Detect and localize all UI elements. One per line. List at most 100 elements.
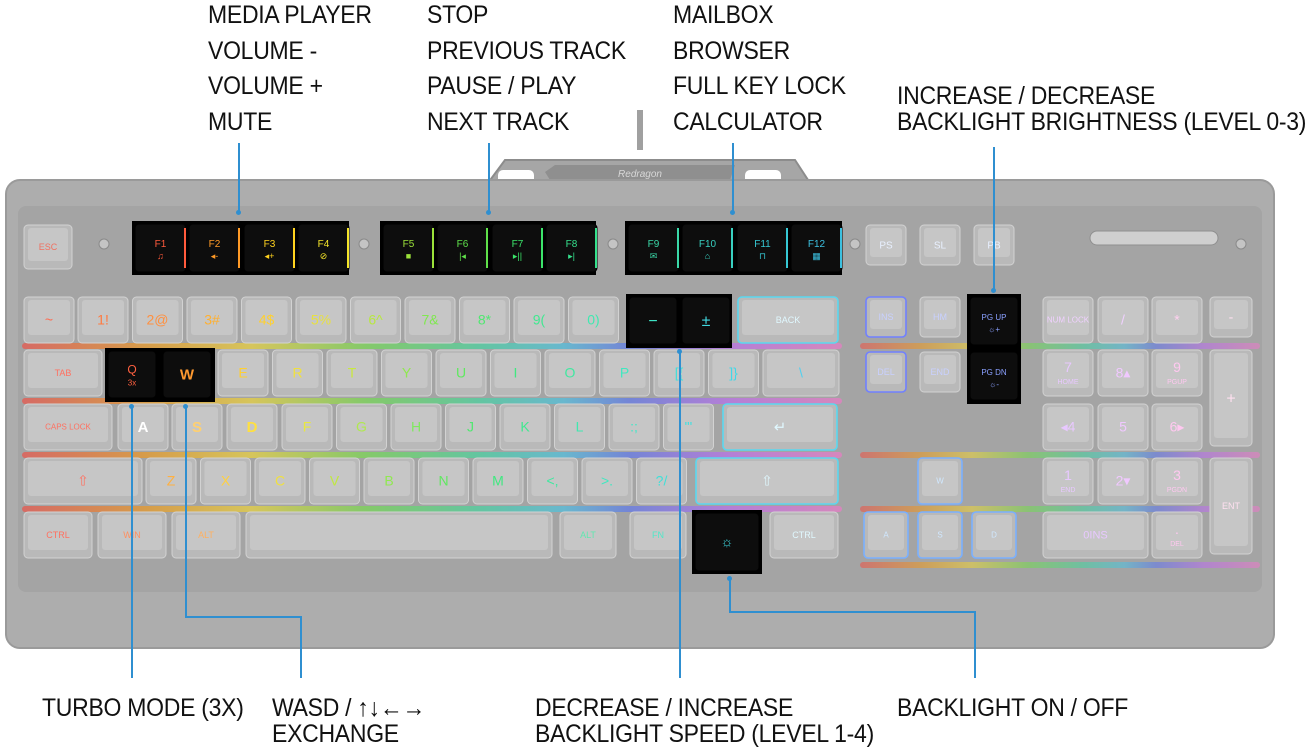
rgb-glow [22, 452, 842, 458]
key-left-shift-label: ⇧ [77, 473, 89, 489]
key-bottom-2: C [254, 457, 306, 505]
key-enter-label: ↵ [774, 419, 787, 436]
screw [607, 238, 619, 250]
key-f7: F7▸|| [491, 223, 544, 273]
key-home-5-label: L [576, 419, 584, 435]
key-print-screen: PS [865, 224, 907, 266]
key-bottom-1: X [200, 457, 251, 505]
key-num-7-label: 7 [1064, 359, 1072, 375]
key-scroll-lock-label: SL [934, 240, 947, 251]
fn-key-glow [293, 228, 295, 268]
key-num-dot-sublabel: DEL [1170, 541, 1184, 548]
key-page-up-label: PG UP [982, 313, 1007, 322]
key-fn: FN [629, 511, 687, 559]
key-bottom-7: <, [527, 457, 578, 505]
key-bottom-3: V [309, 457, 360, 505]
key-arrow-down-label: S [937, 531, 942, 540]
key-left-ctrl: CTRL [23, 511, 93, 559]
transport-keys-label: STOP PREVIOUS TRACK PAUSE / PLAY NEXT TR… [427, 1, 626, 136]
key-number-9-label: 9( [533, 312, 546, 328]
key-f10-sublabel: ⌂ [705, 251, 710, 261]
key-num-9-sublabel: PGUP [1167, 379, 1187, 386]
key-minus: − [628, 296, 678, 345]
key-f7-label: F7 [512, 239, 524, 250]
rgb-glow [22, 398, 842, 404]
key-arrow-down: S [917, 511, 963, 559]
key-num-3-label: 3 [1173, 467, 1181, 483]
key-number-4: 4$ [241, 296, 292, 344]
key-insert-label: INS [878, 312, 893, 322]
key-page-down: PG DN☼- [969, 351, 1019, 401]
key-num-plus: + [1209, 349, 1253, 447]
screw [358, 238, 370, 250]
key-home: HM [919, 296, 961, 338]
key-bottom-6: M [472, 457, 524, 505]
key-esc-label: ESC [39, 242, 58, 252]
leader-line [238, 143, 240, 213]
key-letter-y-label: Y [402, 365, 412, 381]
key-number-8-label: 8* [478, 312, 492, 328]
key-number-9: 9( [513, 296, 565, 344]
leader-dot [183, 404, 188, 409]
key-letter-u-label: U [456, 365, 466, 381]
key-right-alt-label: ALT [580, 530, 596, 540]
key-arrow-left-label: A [883, 531, 889, 540]
key-f10: F10⌂ [681, 223, 734, 273]
key-number-6-label: 6^ [368, 312, 383, 328]
key-num-lock-label: NUM LOCK [1047, 316, 1090, 325]
leader-dot [727, 576, 732, 581]
leader-line [974, 611, 976, 678]
key-q: Q3x [107, 350, 157, 399]
key-num-star: * [1151, 296, 1203, 344]
key-left-ctrl-label: CTRL [46, 530, 70, 540]
key-home-2-label: H [411, 419, 421, 435]
key-letter-i: I [490, 349, 541, 397]
key-f12-label: F12 [808, 239, 826, 250]
key-bottom-6-label: M [492, 473, 504, 489]
key-esc: ESC [23, 224, 73, 270]
key-letter-i-label: I [514, 365, 518, 381]
key-plus: ± [681, 296, 731, 345]
key-delete-label: DEL [877, 367, 895, 377]
backlight-speed-label: DECREASE / INCREASE BACKLIGHT SPEED (LEV… [535, 694, 874, 748]
key-number-7-label: 7& [421, 312, 439, 328]
key-number-10: 0) [568, 296, 619, 344]
key-q-sublabel: 3x [128, 379, 136, 388]
key-num-9-label: 9 [1173, 359, 1181, 375]
key-f9: F9✉ [627, 223, 680, 273]
key-number-3-label: 3# [204, 312, 220, 328]
key-d-label: D [247, 419, 258, 436]
key-letter-x-label: \ [799, 365, 803, 381]
key-w: W [162, 350, 212, 399]
fn-key-glow [786, 228, 788, 268]
key-num-lock: NUM LOCK [1042, 296, 1094, 344]
key-number-1: 1! [77, 296, 129, 344]
key-f5-sublabel: ■ [406, 251, 411, 261]
key-num-minus-label: - [1229, 309, 1234, 325]
key-number-2: 2@ [132, 296, 183, 344]
key-arrow-left: A [863, 511, 909, 559]
key-f2: F2◂- [188, 223, 241, 273]
screw [1235, 238, 1247, 250]
key-home-6-label: :; [630, 419, 638, 435]
key-bottom-1-label: X [221, 473, 231, 489]
key-f3: F3◂+ [243, 223, 296, 273]
key-space [245, 511, 553, 559]
key-backspace: BACK [737, 296, 839, 344]
key-end: END [919, 351, 961, 393]
key-home-3: J [445, 403, 496, 451]
fn-key-glow [432, 228, 434, 268]
key-f6-label: F6 [457, 239, 469, 250]
key-right-ctrl: CTRL [769, 511, 839, 559]
key-letter-x: \ [762, 349, 840, 397]
key-right-shift-label: ⇧ [761, 473, 773, 489]
key-home-label: HM [933, 312, 947, 322]
key-number-6: 6^ [350, 296, 401, 344]
leader-dot [677, 349, 682, 354]
key-num-5: 5 [1097, 403, 1149, 451]
key-scroll-lock: SL [919, 224, 961, 266]
key-num-enter: ENT [1209, 457, 1253, 555]
key-letter-o-label: O [565, 365, 576, 381]
key-f5-label: F5 [403, 239, 415, 250]
key-light: ☼ [694, 512, 760, 572]
